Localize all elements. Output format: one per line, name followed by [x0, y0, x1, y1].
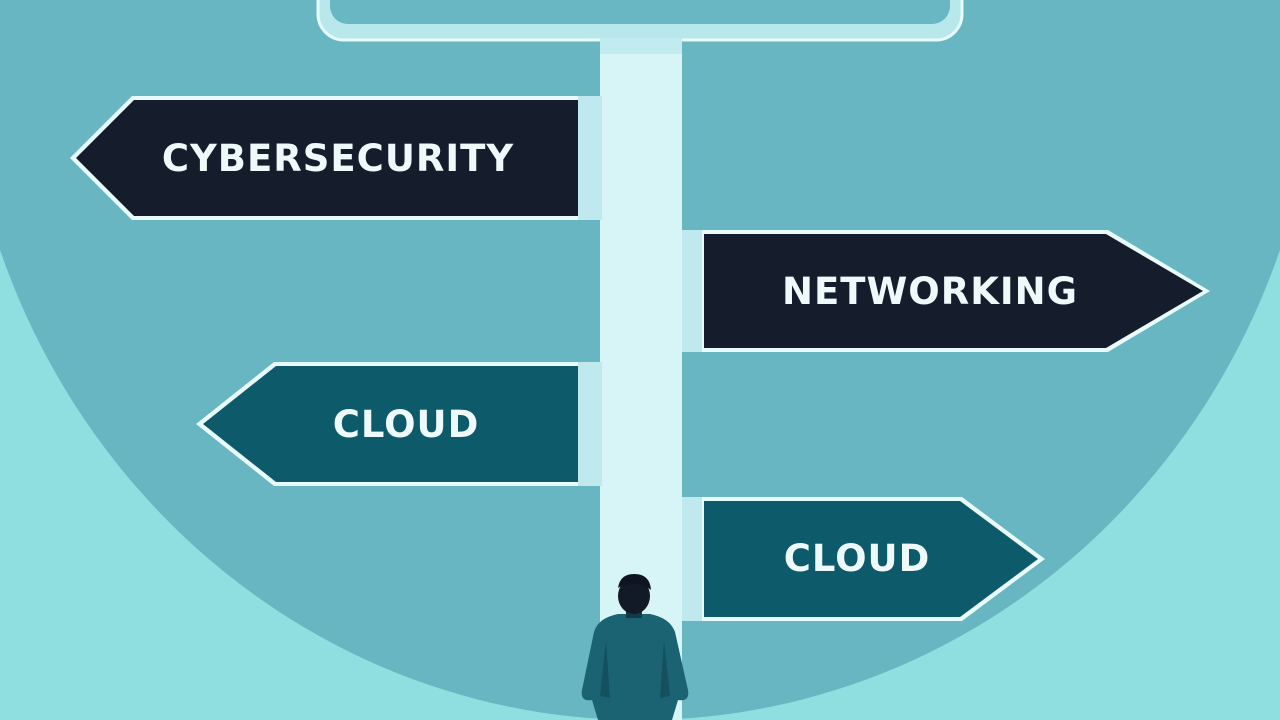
sign-label: CLOUD: [784, 537, 931, 580]
top-board-inner: [330, 0, 950, 24]
person-figure: [581, 574, 689, 720]
pole-cap: [600, 38, 682, 54]
sign-label: CYBERSECURITY: [162, 137, 515, 180]
sign-label: CLOUD: [333, 403, 480, 446]
sign-bracket: [578, 362, 602, 486]
person-hair: [618, 574, 651, 590]
person-arm-right: [660, 640, 670, 698]
sign-cloud-left: CLOUD: [196, 362, 602, 486]
sign-arrow-left: [76, 100, 578, 216]
person-head: [618, 578, 650, 614]
sign-bracket: [682, 230, 704, 352]
sign-cybersecurity: CYBERSECURITY: [70, 96, 602, 220]
person-body: [581, 614, 689, 720]
person-arm-left: [600, 640, 610, 698]
sign-arrow-right: [704, 234, 1203, 348]
sign-arrow-left: [203, 366, 578, 482]
sign-networking: NETWORKING: [682, 230, 1210, 352]
sign-arrow-right: [704, 501, 1038, 617]
sign-label: NETWORKING: [782, 270, 1078, 313]
sign-bracket: [578, 96, 602, 220]
sign-bracket: [682, 497, 704, 621]
sign-cloud-right: CLOUD: [682, 497, 1045, 621]
